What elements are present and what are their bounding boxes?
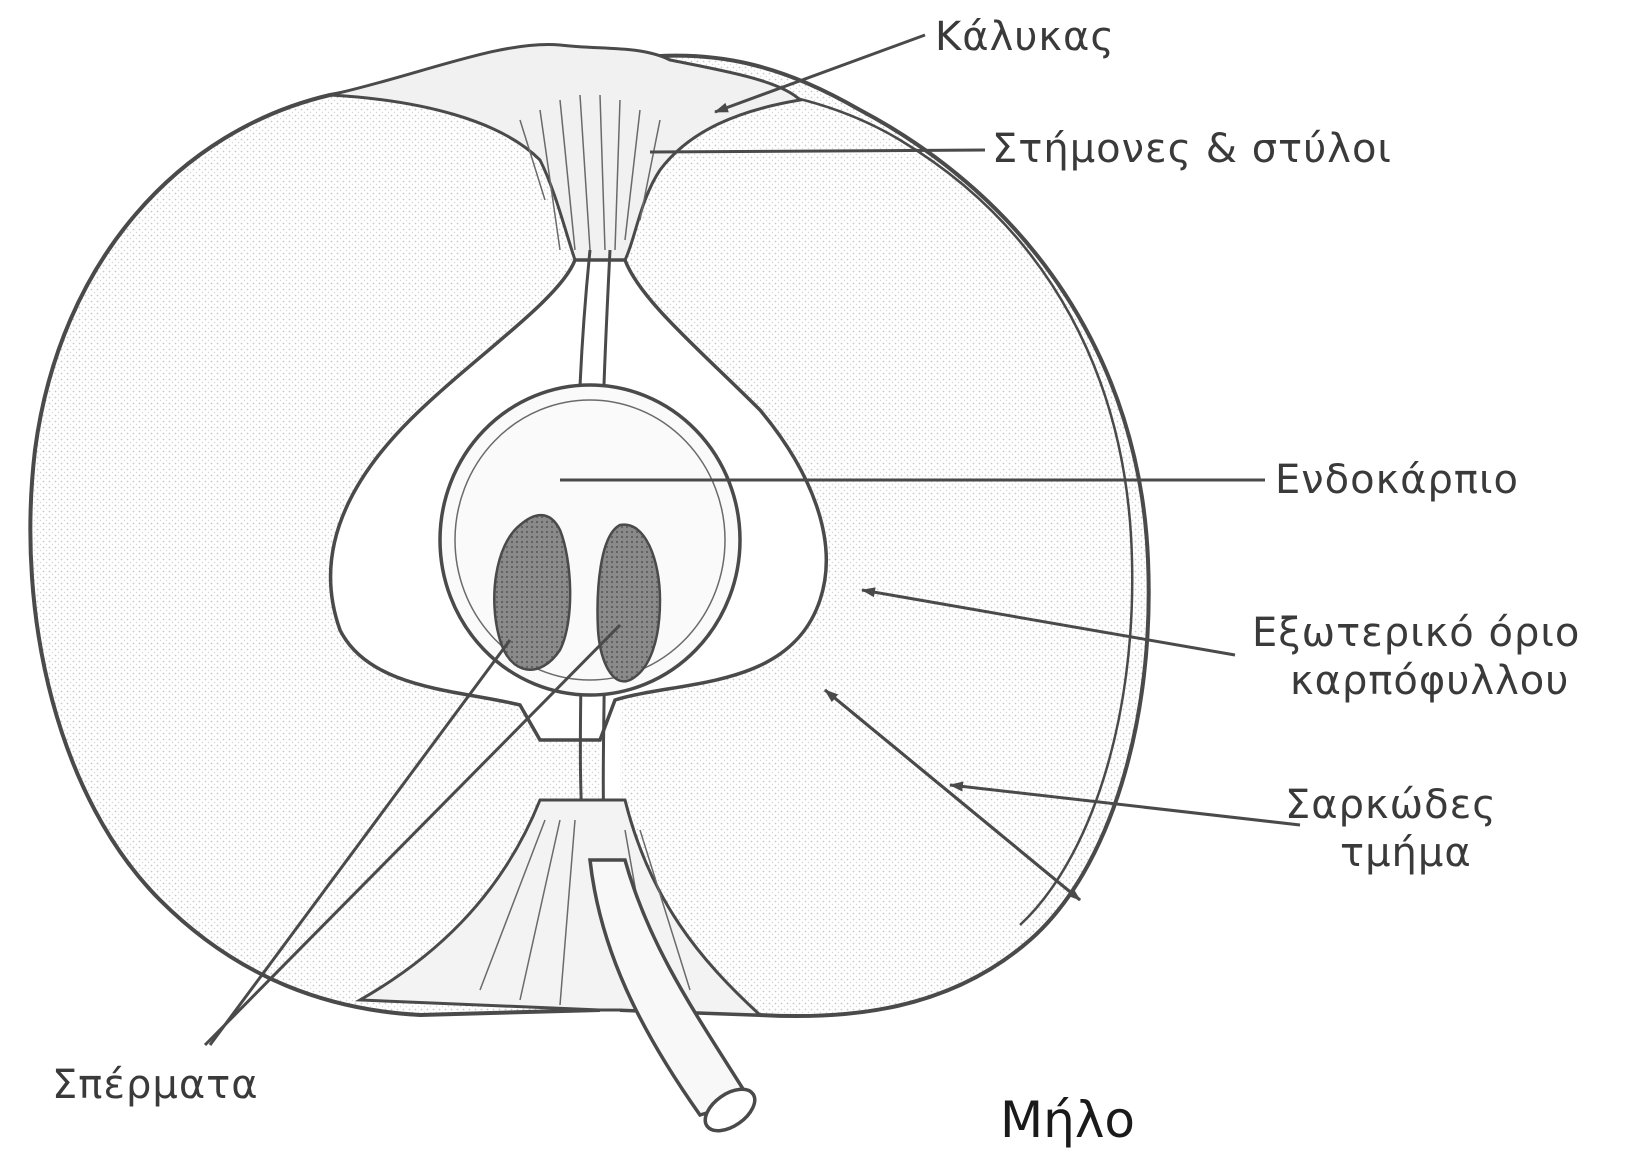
endocarp bbox=[440, 385, 740, 695]
diagram-title: Μήλο bbox=[1000, 1095, 1135, 1145]
label-seeds: Σπέρματα bbox=[52, 1060, 259, 1110]
seed-right bbox=[598, 525, 660, 682]
label-stamens-styles: Στήμονες & στύλοι bbox=[992, 124, 1392, 174]
label-fleshy-part-line1: Σαρκώδες bbox=[1285, 780, 1497, 830]
label-calyx: Κάλυκας bbox=[935, 12, 1115, 62]
label-fleshy-part-line2: τμήμα bbox=[1340, 828, 1472, 878]
label-endocarp: Ενδοκάρπιο bbox=[1275, 455, 1519, 505]
label-carpel-boundary-line2: καρπόφυλλου bbox=[1290, 656, 1569, 706]
pointer-stamens-styles bbox=[650, 150, 985, 152]
label-carpel-boundary-line1: Εξωτερικό όριο bbox=[1252, 608, 1580, 658]
